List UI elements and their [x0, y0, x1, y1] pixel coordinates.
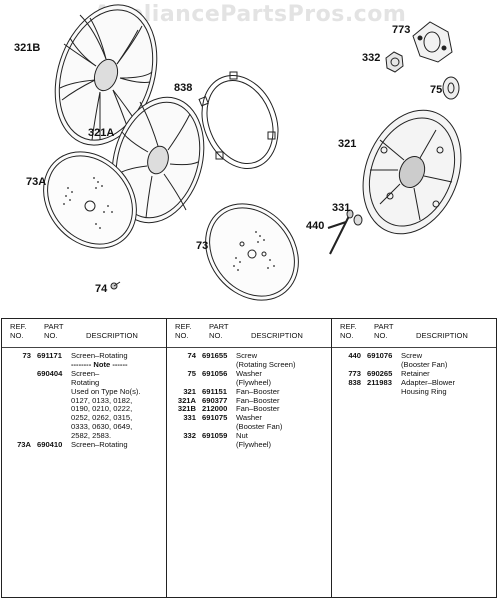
header-ref-no: REF. NO.: [175, 322, 192, 340]
ref-no: [2, 361, 37, 370]
part-no: 691076: [367, 351, 393, 360]
header-part-no: PART NO.: [44, 322, 64, 340]
callout-321: 321: [338, 138, 357, 150]
table-row: 838 211983 Adapter–Blower Housing Ring: [332, 377, 496, 397]
column-header: REF. NO. PART NO. DESCRIPTION: [332, 321, 496, 348]
header-ref-no: REF. NO.: [340, 322, 357, 340]
callout-331: 331: [332, 202, 351, 214]
callout-440: 440: [306, 220, 325, 232]
table-row: 73A 690410 Screen–Rotating: [2, 440, 166, 450]
housing-ring-838-drawing: [198, 71, 279, 170]
table-row: 321 691151 Fan–Booster: [167, 386, 331, 397]
header-description: DESCRIPTION: [251, 331, 303, 340]
callout-75: 75: [430, 84, 443, 96]
description: Adapter–Blower Housing Ring: [401, 377, 456, 396]
washer-75-drawing: [442, 76, 460, 100]
ref-no: 74: [187, 351, 196, 360]
header-part-no: PART NO.: [209, 322, 229, 340]
screw-440-drawing: [327, 209, 354, 255]
ref-no: 73: [22, 351, 31, 360]
callout-321b: 321B: [14, 42, 41, 54]
table-row: 73 691171 Screen–Rotating: [2, 351, 166, 361]
description: Screen–Rotating: [71, 351, 128, 360]
table-row: 690404 Screen– Rotating Used on Type No(…: [2, 368, 166, 441]
header-description: DESCRIPTION: [86, 331, 138, 340]
callout-838: 838: [174, 82, 193, 94]
ref-no: 75: [187, 368, 196, 378]
description: Nut (Flywheel): [236, 431, 272, 450]
parts-illustration: [43, 4, 462, 301]
table-row: 74 691655 Screw (Rotating Screen): [167, 351, 331, 370]
part-no: 691075: [202, 413, 228, 423]
ref-no: 838: [348, 377, 361, 387]
header-ref-no: REF. NO.: [10, 322, 27, 340]
parts-column-2: REF. NO. PART NO. DESCRIPTION 74 691655 …: [166, 319, 331, 597]
fan-321b-drawing: [54, 4, 158, 146]
screw-74-drawing: [110, 281, 121, 290]
description: Fan–Booster: [236, 395, 280, 405]
callout-321a: 321A: [88, 127, 115, 139]
exploded-parts-diagram: AppliancePartsPros.com: [14, 2, 462, 301]
description: Washer (Flywheel): [236, 368, 272, 387]
column-header: REF. NO. PART NO. DESCRIPTION: [167, 321, 331, 348]
description: Screw (Rotating Screen): [236, 351, 296, 369]
note-label: -------- Note ------: [71, 359, 128, 369]
fan-321-drawing: [362, 109, 462, 235]
callout-74: 74: [95, 283, 108, 295]
fan-321a-drawing: [111, 96, 205, 224]
callout-73: 73: [196, 240, 209, 252]
part-no: 691171: [37, 351, 62, 360]
description: Screen–Rotating: [71, 440, 128, 450]
table-row: 321A 690377 Fan–Booster: [167, 395, 331, 406]
description: Screw (Booster Fan): [401, 351, 448, 369]
part-no: 691059: [202, 431, 228, 441]
parts-column-3: REF. NO. PART NO. DESCRIPTION 440 691076…: [331, 319, 496, 597]
ref-no: 73A: [17, 440, 31, 450]
description: Retainer: [401, 368, 430, 378]
part-no: 691151: [202, 386, 227, 396]
header-part-no: PART NO.: [374, 322, 394, 340]
part-no: 690404: [37, 368, 63, 378]
callout-73a: 73A: [26, 176, 47, 188]
table-row: 75 691056 Washer (Flywheel): [167, 368, 331, 388]
part-no: 690377: [202, 395, 228, 405]
ref-no: 331: [183, 413, 196, 423]
parts-list-table: REF. NO. PART NO. DESCRIPTION 73 691171 …: [1, 318, 497, 598]
part-no: 691056: [202, 368, 228, 378]
callout-332: 332: [362, 52, 381, 64]
parts-column-1: REF. NO. PART NO. DESCRIPTION 73 691171 …: [2, 319, 166, 597]
table-row: 332 691059 Nut (Flywheel): [167, 431, 331, 450]
ref-no: 321B: [177, 404, 196, 414]
screen-73-drawing: [205, 203, 299, 301]
callout-773: 773: [392, 24, 411, 36]
screen-73a-drawing: [43, 151, 137, 249]
description: Fan–Booster: [236, 404, 280, 414]
description: Screen– Rotating Used on Type No(s). 012…: [71, 368, 141, 441]
washer-331-drawing: [353, 214, 363, 226]
table-row: 440 691076 Screw (Booster Fan): [332, 351, 496, 370]
table-row: 331 691075 Washer (Booster Fan): [167, 413, 331, 432]
description: Fan–Booster: [236, 386, 280, 396]
ref-no: 773: [348, 368, 361, 378]
column-header: REF. NO. PART NO. DESCRIPTION: [2, 321, 166, 348]
ref-no: [2, 370, 37, 441]
ref-no: 321: [183, 386, 196, 396]
description: Washer (Booster Fan): [236, 413, 283, 432]
nut-332-drawing: [385, 51, 404, 73]
header-description: DESCRIPTION: [416, 331, 468, 340]
table-row-note: -------- Note ------: [2, 359, 166, 370]
table-row: 773 690265 Retainer: [332, 368, 496, 379]
part-no: 211983: [367, 377, 392, 387]
ref-no: 332: [183, 431, 196, 441]
ref-no: 440: [348, 351, 361, 360]
retainer-773-drawing: [412, 21, 453, 63]
part-no: 691655: [202, 351, 228, 360]
table-row: 321B 212000 Fan–Booster: [167, 405, 331, 414]
part-no: 690410: [37, 440, 63, 450]
ref-no: 321A: [177, 395, 196, 405]
part-no: 690265: [367, 368, 393, 378]
part-no: 212000: [202, 404, 228, 414]
